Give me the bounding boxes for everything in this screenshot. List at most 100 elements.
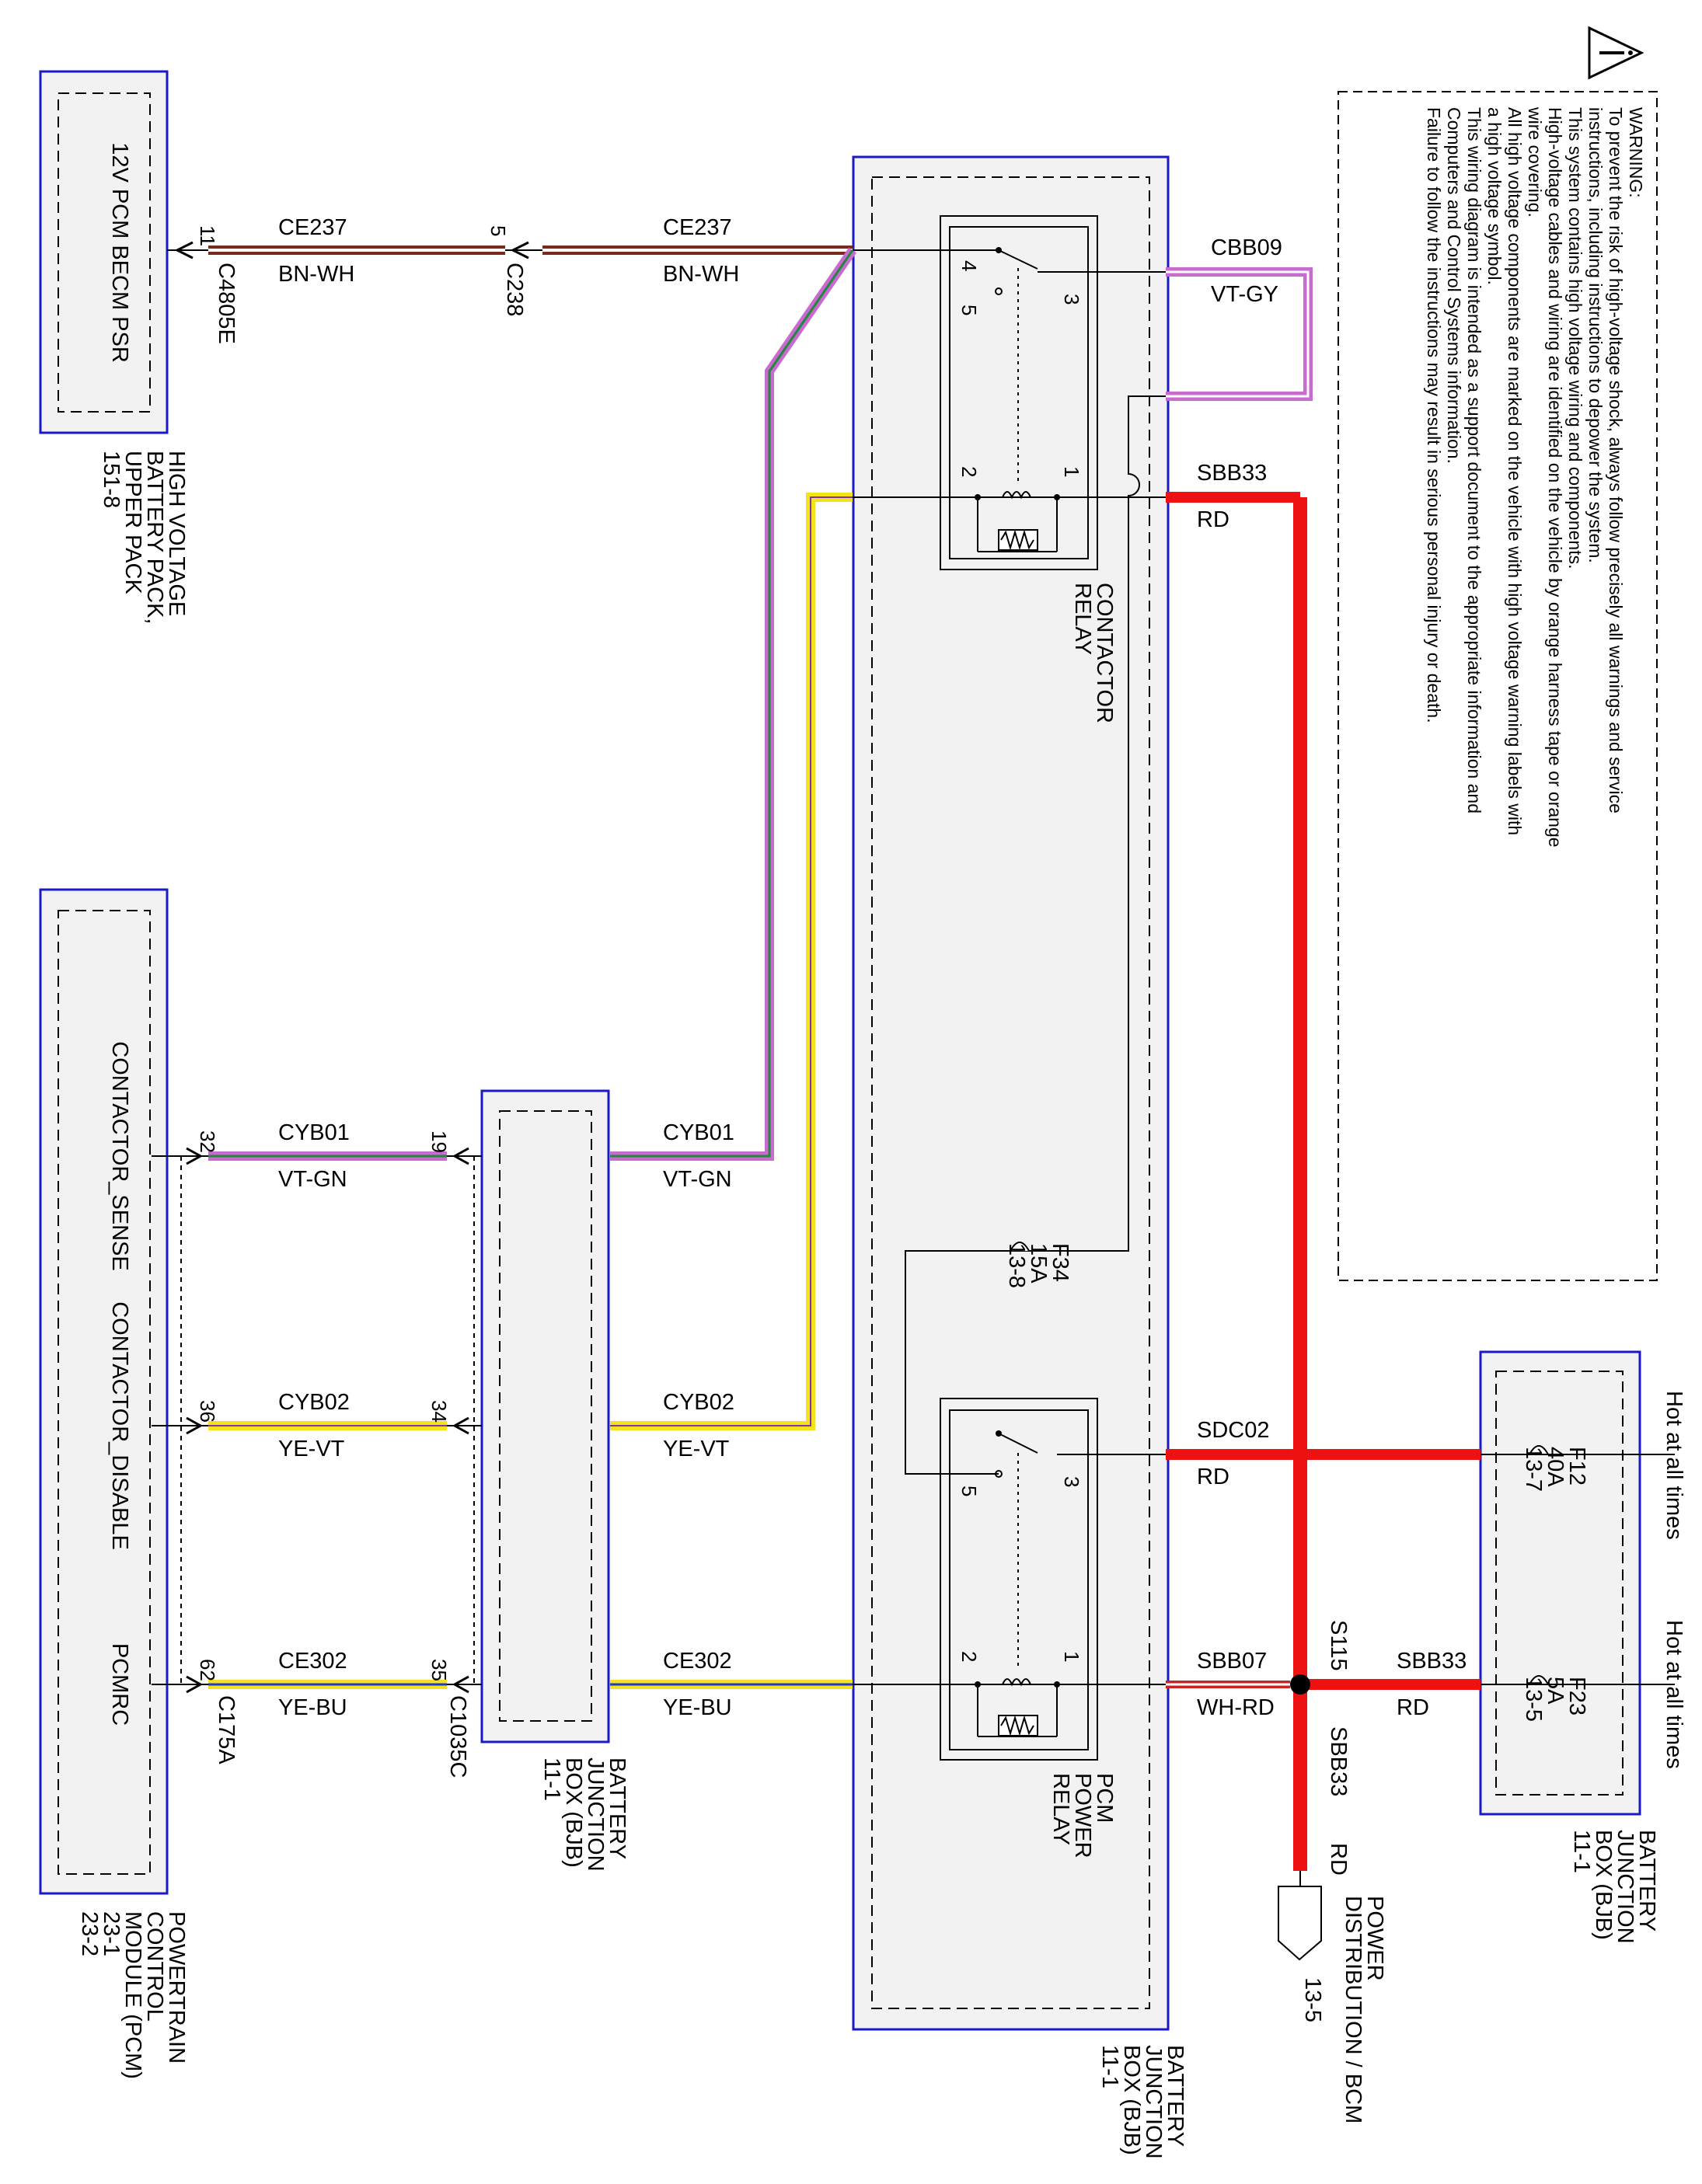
bjb-small-name-line4: 11-1 <box>539 1757 564 1801</box>
ce237-wire <box>167 241 999 260</box>
hot-label-f12: Hot at all times <box>1662 1391 1686 1540</box>
bjb-small-name-line3: BOX (BJB) <box>561 1757 586 1868</box>
sbb33-right-circuit: SBB33 <box>1397 1649 1467 1674</box>
cyb02-wire <box>152 493 978 1435</box>
bjb-small-name-line2: JUNCTION <box>583 1757 608 1872</box>
fuse-f23-line3: 13-5 <box>1521 1677 1546 1722</box>
cyb02-left-color: YE-VT <box>278 1437 345 1461</box>
cyb01-left-color: VT-GN <box>278 1167 347 1192</box>
power-dist-arrow <box>1278 1871 1322 1961</box>
ce237-right-circuit: CE237 <box>663 215 732 240</box>
hvbp-inner-label: 12V PCM BECM PSR <box>107 142 132 363</box>
sdc02-color: RD <box>1197 1465 1229 1489</box>
pcm-power-relay-name-line2: POWER <box>1070 1773 1095 1858</box>
pin-c175a-36: 36 <box>196 1400 219 1423</box>
pcm-power-relay-pin-5: 5 <box>957 1486 981 1496</box>
pcm-power-relay-name-line3: RELAY <box>1048 1773 1073 1845</box>
warning-line-4: High-voltage cables and wiring are ident… <box>1545 107 1565 848</box>
cbb09-circuit: CBB09 <box>1211 235 1282 260</box>
warning-box <box>1338 91 1658 1281</box>
c4805e-label: C4805E <box>214 263 239 344</box>
warning-line-10: Failure to follow the instructions may r… <box>1424 107 1444 723</box>
contactor-relay-pin-1: 1 <box>1060 466 1083 477</box>
bjb-small-module <box>480 1089 610 1743</box>
pin-c238-5: 5 <box>487 225 510 236</box>
sbb07-color: WH-RD <box>1197 1695 1275 1720</box>
pcm-pin-pcmrc: PCMRC <box>107 1643 132 1726</box>
pcm-name-line4: 23-1 <box>99 1911 124 1956</box>
sbb33-down-circuit: SBB33 <box>1326 1726 1351 1796</box>
cyb01-wire <box>152 247 856 1165</box>
ce237-right-color: BN-WH <box>663 262 739 287</box>
warning-line-2: instructions, including instructions to … <box>1585 107 1606 563</box>
warning-title: WARNING: <box>1626 107 1646 198</box>
sbb07-circuit: SBB07 <box>1197 1649 1267 1674</box>
warning-line-6: All high voltage components are marked o… <box>1505 107 1525 835</box>
splice-s115-label: S115 <box>1326 1620 1351 1671</box>
power-dist-ref: 13-5 <box>1300 1977 1325 2022</box>
cyb01-right-color: VT-GN <box>663 1167 732 1192</box>
pcm-name-line3: MODULE (PCM) <box>120 1911 145 2079</box>
c175a-label: C175A <box>214 1695 239 1764</box>
ce237-left-color: BN-WH <box>278 262 354 287</box>
sbb33-top-circuit: SBB33 <box>1197 461 1267 486</box>
contactor-relay-pin-3: 3 <box>1060 294 1083 305</box>
splice-s115-dot <box>1290 1674 1310 1695</box>
bjb-main-name-line1: BATTERY <box>1163 2045 1188 2147</box>
pcm-pin-contactor-sense: CONTACTOR_SENSE <box>107 1041 132 1270</box>
warning-triangle-icon <box>1588 26 1644 80</box>
ce237-left-circuit: CE237 <box>278 215 347 240</box>
cbb09-color: VT-GY <box>1211 282 1278 307</box>
c1035c-label: C1035C <box>445 1695 470 1778</box>
hvbp-name-line3: UPPER PACK <box>120 451 145 594</box>
bjb-right-module <box>1479 1350 1641 1816</box>
ce302-left-circuit: CE302 <box>278 1649 347 1674</box>
pcm-power-relay-pin-1: 1 <box>1060 1651 1083 1662</box>
fuse-f34-line3: 13-8 <box>1004 1243 1029 1288</box>
fuse-f34-line1: F34 <box>1048 1243 1072 1282</box>
bjb-main-module <box>852 155 1170 2031</box>
fuse-f12-line2: 40A <box>1543 1447 1568 1487</box>
sdc02-circuit: SDC02 <box>1197 1418 1270 1443</box>
hvbp-name-line1: HIGH VOLTAGE <box>164 451 189 616</box>
cyb02-right-circuit: CYB02 <box>663 1390 734 1415</box>
bjb-main-name-line3: BOX (BJB) <box>1119 2045 1144 2155</box>
hvbp-name-line2: BATTERY PACK, <box>142 451 167 624</box>
bjb-right-name-line4: 11-1 <box>1569 1830 1594 1873</box>
contactor-relay-pin-5: 5 <box>957 305 981 315</box>
sbb33-right-color: RD <box>1397 1695 1429 1720</box>
pin-c1035c-19: 19 <box>427 1130 451 1153</box>
warning-line-1: To prevent the risk of high-voltage shoc… <box>1606 107 1626 813</box>
fuse-f12-line3: 13-7 <box>1521 1447 1546 1492</box>
pin-c1035c-34: 34 <box>427 1400 451 1423</box>
cyb01-left-circuit: CYB01 <box>278 1120 350 1145</box>
power-wires <box>1166 492 1481 1871</box>
sbb33-down-color: RD <box>1326 1843 1351 1876</box>
bjb-right-name-line3: BOX (BJB) <box>1591 1830 1616 1940</box>
bjb-main-name-line2: JUNCTION <box>1141 2045 1166 2159</box>
pcm-name-line2: CONTROL <box>142 1911 167 2022</box>
warning-line-7: a high voltage symbol. <box>1484 107 1505 285</box>
warning-line-5: wire covering. <box>1525 106 1545 218</box>
contactor-relay-name-line2: RELAY <box>1070 583 1095 655</box>
ce302-right-circuit: CE302 <box>663 1649 732 1674</box>
contactor-relay-pin-2: 2 <box>957 466 981 477</box>
cbb09-wire <box>905 267 1313 1475</box>
pin-c175a-62: 62 <box>196 1659 219 1681</box>
hvbp-name-line4: 151-8 <box>99 451 124 508</box>
fuse-f23-line1: F23 <box>1564 1677 1589 1716</box>
pin-c4805e-11: 11 <box>196 225 219 246</box>
cyb02-right-color: YE-VT <box>663 1437 730 1461</box>
bjb-small-name-line1: BATTERY <box>605 1757 630 1859</box>
cyb01-right-circuit: CYB01 <box>663 1120 734 1145</box>
warning-line-3: This system contains high voltage wiring… <box>1565 107 1585 569</box>
warning-text: WARNING: To prevent the risk of high-vol… <box>1424 106 1646 848</box>
hvbp-module <box>39 70 169 434</box>
bjb-right-name-line2: JUNCTION <box>1613 1830 1637 1944</box>
fuse-symbols <box>1481 1445 1675 1685</box>
power-dist-name-line1: POWER <box>1362 1896 1387 1981</box>
bjb-main-name-line4: 11-1 <box>1097 2045 1122 2088</box>
hot-label-f23: Hot at all times <box>1662 1620 1686 1769</box>
contactor-relay-pin-4: 4 <box>957 260 981 271</box>
